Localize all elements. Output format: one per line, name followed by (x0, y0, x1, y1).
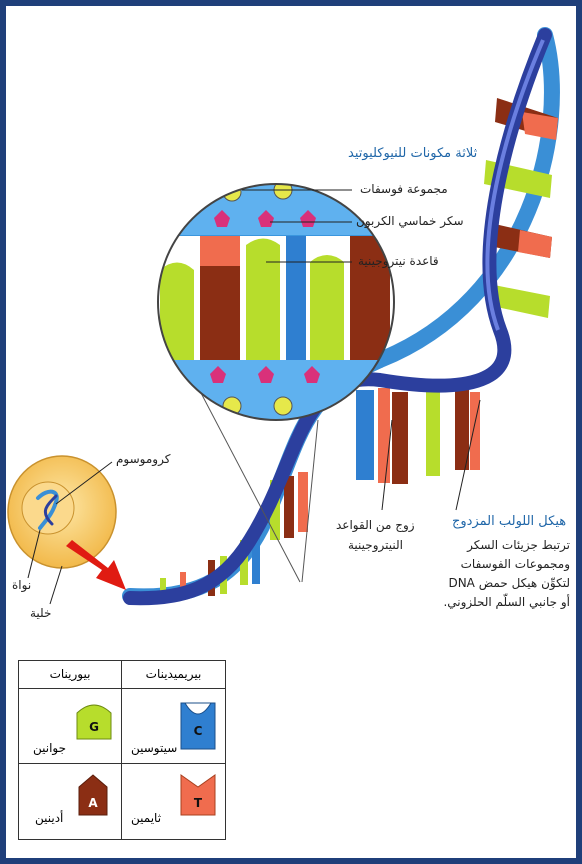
cytosine-letter: C (194, 724, 203, 738)
label-backbone-description: ترتبط جزيئات السكر ومجموعات الفوسفات لتك… (440, 536, 570, 612)
legend-header-pyrimidines: بيريميدينات (122, 661, 225, 689)
thymine-icon: T (179, 773, 217, 817)
label-cell: خلية (30, 606, 51, 620)
label-backbone-title: هيكل اللولب المزدوج (452, 514, 566, 529)
label-base-pair-1: زوج من القواعد (336, 518, 415, 532)
callout-line-cell (50, 566, 62, 604)
guanine-icon: G (75, 701, 113, 741)
thymine-name: ثايمين (131, 811, 161, 825)
base-pair-rung (518, 230, 552, 258)
cytosine-name: سيتوسين (131, 741, 177, 755)
base-pair-rung (392, 392, 408, 484)
label-phosphate-group: مجموعة فوسفات (360, 182, 448, 196)
label-sugar: سكر خماسي الكربون (356, 214, 464, 228)
base-pair-rung (356, 390, 374, 480)
legend-divider-vertical (121, 661, 122, 839)
guanine-base (310, 255, 344, 360)
guanine-letter: G (89, 720, 99, 734)
label-chromosome: كروموسوم (116, 452, 170, 466)
base-pair-rung (298, 472, 308, 532)
adenine-name: أدينين (35, 811, 63, 825)
legend-divider-horizontal (19, 763, 225, 764)
adenine-letter: A (88, 796, 98, 810)
base-pair-rung (378, 388, 390, 483)
legend-header-purines: بيورينات (19, 661, 121, 689)
cytosine-base (286, 236, 306, 360)
cytosine-icon: C (179, 701, 217, 751)
label-base-pair-2: النيتروجينية (348, 538, 403, 552)
base-pair-rung (470, 392, 480, 470)
phosphate-group (274, 397, 292, 415)
base-pair-rung (426, 388, 440, 476)
guanine-base (246, 239, 280, 361)
thymine-letter: T (194, 796, 203, 810)
base-legend-table: بيريميدينات بيورينات C سيتوسين G جوانين … (18, 660, 226, 840)
guanine-base (160, 263, 194, 361)
base-pair-rung (284, 476, 294, 538)
guanine-name: جوانين (33, 741, 66, 755)
adenine-icon: A (77, 773, 109, 817)
nucleotide-components-title: ثلاثة مكونات للنيوكليوتيد (348, 146, 477, 161)
label-nucleus: نواة (12, 578, 31, 592)
label-nitrogen-base: قاعدة نيتروجينية (358, 254, 439, 268)
thymine-base (200, 236, 240, 266)
